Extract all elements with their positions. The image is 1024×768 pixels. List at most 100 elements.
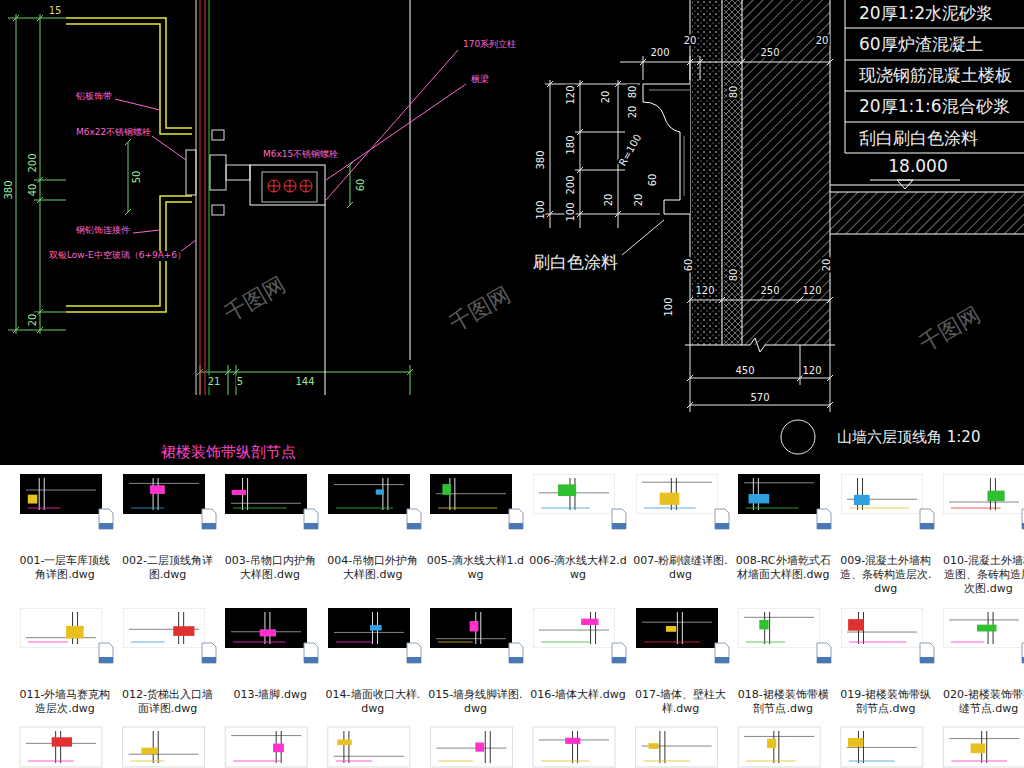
dimension-text: 144	[294, 376, 315, 387]
dimension-text: 5	[236, 376, 244, 387]
file-icon	[714, 508, 730, 530]
file-icon	[508, 508, 524, 530]
dwg-thumbnail	[123, 474, 205, 514]
glass-line	[200, 0, 201, 395]
dwg-file-tile: 005-滴水线大样1.dwg	[426, 474, 526, 584]
dimension-text: 100	[535, 199, 546, 220]
dwg-thumbnail	[841, 727, 923, 767]
dwg-thumbnail	[943, 474, 1024, 514]
file-name: 003-吊物口内护角大样图.dwg	[221, 554, 319, 582]
dwg-thumbnail	[738, 474, 820, 514]
dimension-lines	[8, 14, 413, 395]
dwg-thumbnail	[430, 608, 512, 648]
file-name: 015-墙身线脚详图.dwg	[426, 688, 524, 716]
dimension-text: 100	[565, 201, 576, 222]
part-label: M6x15不锈钢螺栓	[262, 150, 339, 160]
file-name: 016-墙体大样.dwg	[529, 688, 627, 702]
dwg-file-tile: 016-墙体大样.dwg	[529, 608, 629, 704]
dimension-text: 20	[683, 35, 698, 46]
dimension-text: 60	[647, 173, 658, 188]
glass-line	[196, 0, 197, 395]
dwg-thumbnail	[328, 608, 410, 648]
dimension-text: 120	[801, 365, 822, 376]
dimension-text: 60	[683, 258, 694, 273]
file-name: 020-裙楼装饰带接缝节点.dwg	[939, 688, 1024, 716]
clamp	[186, 130, 250, 215]
file-icon	[406, 642, 422, 664]
file-name: 013-墙脚.dwg	[221, 688, 319, 702]
layer-text: 60厚炉渣混凝土	[858, 35, 984, 54]
glass-line	[209, 0, 210, 395]
dimension-text: 80	[728, 268, 739, 283]
mullion	[250, 165, 325, 395]
file-name: 009-混凝土外墙构造、条砖构造层次.dwg	[837, 554, 935, 596]
dimension-text: 250	[759, 285, 780, 296]
dimension-text: 120	[565, 84, 576, 105]
dwg-thumbnail	[533, 608, 615, 648]
file-name: 002-二层顶线角详图.dwg	[119, 554, 217, 582]
dimension-text: 40	[27, 183, 38, 198]
dwg-thumbnail	[738, 608, 820, 648]
part-label: 钢铝饰连接件	[75, 226, 131, 236]
dimension-text: 20	[27, 313, 38, 328]
dwg-file-tile: 004-吊物口外护角大样图.dwg	[324, 474, 424, 584]
file-name: 014-墙面收口大样.dwg	[324, 688, 422, 716]
dwg-thumbnail	[636, 474, 718, 514]
file-icon	[201, 642, 217, 664]
layer-text: 20厚1:2水泥砂浆	[858, 4, 994, 23]
dimension-text: 450	[734, 365, 755, 376]
file-icon	[201, 508, 217, 530]
file-icon	[98, 642, 114, 664]
file-icon	[816, 508, 832, 530]
file-icon	[1021, 508, 1024, 530]
aluminium-band	[66, 18, 192, 312]
file-name: 001-一层车库顶线角详图.dwg	[16, 554, 114, 582]
dwg-file-tile: 015-墙身线脚详图.dwg	[426, 608, 526, 718]
dimension-text: 80	[627, 85, 638, 100]
part-label: 铝板饰带	[75, 92, 113, 102]
part-label: 170系列立柱	[462, 40, 517, 50]
dwg-file-tile: 001-一层车库顶线角详图.dwg	[16, 474, 116, 584]
dwg-thumbnail	[123, 727, 205, 767]
file-icon	[98, 508, 114, 530]
dwg-thumbnail	[636, 608, 718, 648]
dwg-file-tile: 012-货梯出入口墙面详图.dwg	[119, 608, 219, 718]
part-label: 横梁	[470, 75, 490, 85]
dimension-text: 50	[131, 170, 142, 185]
dimension-text: 20	[600, 90, 611, 105]
file-icon	[919, 642, 935, 664]
dwg-thumbnail	[738, 727, 820, 767]
file-icon	[714, 642, 730, 664]
file-name: 019-裙楼装饰带纵剖节点.dwg	[837, 688, 935, 716]
table-lines	[845, 0, 1024, 189]
file-icon	[406, 508, 422, 530]
dwg-file-tile: 014-墙面收口大样.dwg	[324, 608, 424, 718]
file-icon	[919, 508, 935, 530]
dwg-file-tile: 010-混凝土外墙构造图、条砖构造层次图.dwg	[939, 474, 1024, 598]
dwg-thumbnail	[430, 474, 512, 514]
file-name: 010-混凝土外墙构造图、条砖构造层次图.dwg	[939, 554, 1024, 596]
file-name: 006-滴水线大样2.dwg	[529, 554, 627, 582]
dimension-text: 120	[801, 285, 822, 296]
dimension-text: 250	[759, 47, 780, 58]
file-name: 008-RC外墙乾式石材墙面大样图.dwg	[734, 554, 832, 582]
drawing-title: 裙楼装饰带纵剖节点	[160, 444, 297, 461]
dimension-text: 20	[815, 35, 830, 46]
glass-line	[205, 0, 206, 395]
dimension-text: 570	[749, 392, 770, 403]
dwg-file-tile: 019-裙楼装饰带纵剖节点.dwg	[837, 608, 937, 718]
dimension-text: 100	[663, 296, 674, 317]
dimension-text: 180	[565, 134, 576, 155]
drawing-title: 山墙六层顶线角 1:20	[836, 429, 981, 446]
dwg-thumbnail	[225, 608, 307, 648]
layer-text: 20厚1:1:6混合砂浆	[858, 97, 1011, 116]
file-icon	[508, 642, 524, 664]
cad-background	[0, 0, 1024, 465]
dwg-thumbnail	[430, 727, 512, 767]
dwg-file-tile: 013-墙脚.dwg	[221, 608, 321, 704]
dwg-file-tile: 009-混凝土外墙构造、条砖构造层次.dwg	[837, 474, 937, 598]
dwg-thumbnail	[20, 474, 102, 514]
file-name: 005-滴水线大样1.dwg	[426, 554, 524, 582]
file-icon	[1021, 642, 1024, 664]
dimension-text: 20	[821, 258, 832, 273]
